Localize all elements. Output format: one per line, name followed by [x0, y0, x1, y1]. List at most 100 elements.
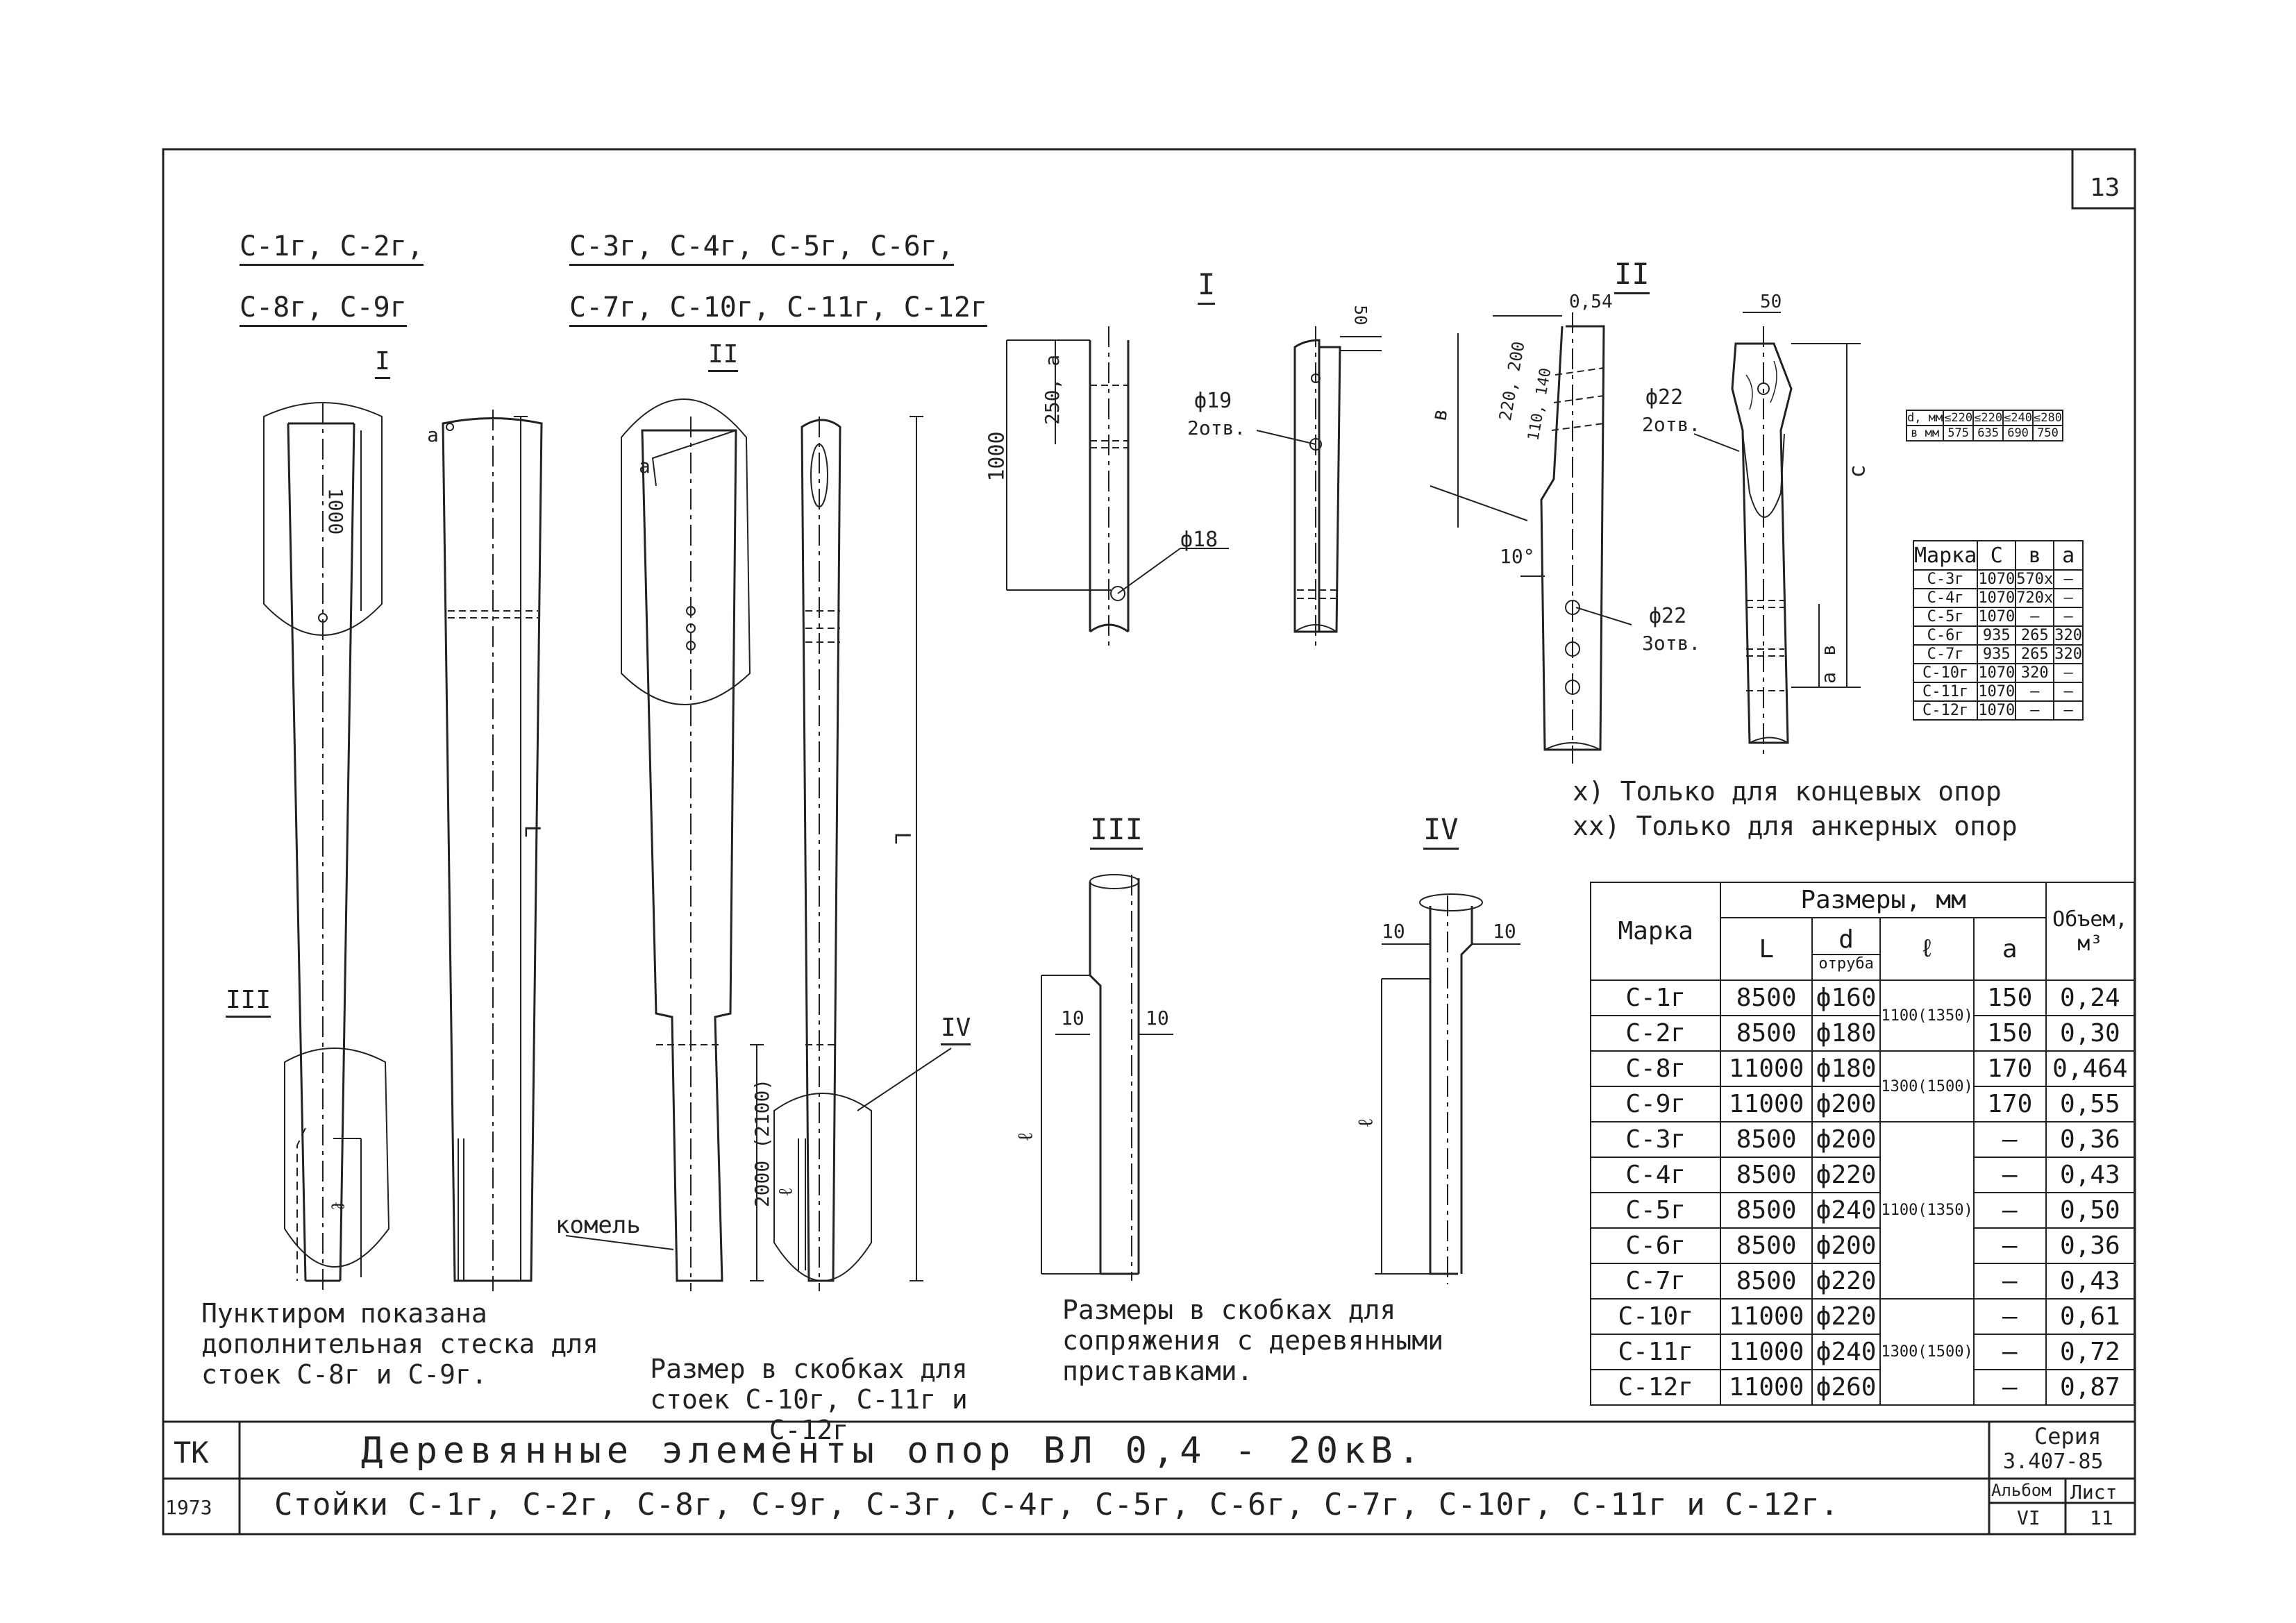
cell: С-12г — [1912, 700, 1979, 721]
header-mark: Марка — [1589, 882, 1722, 981]
cell: 750 — [2032, 425, 2063, 442]
cell: ≤220 — [1943, 410, 1975, 426]
dim-phi22-3: ф22 — [1649, 604, 1687, 628]
cell: С-4г — [1912, 588, 1979, 608]
dim-L-pole1: L — [519, 825, 544, 838]
cell: — — [2015, 682, 2055, 702]
cell-d: ф220 — [1811, 1157, 1882, 1193]
pole-c3-side — [773, 416, 952, 1291]
dim-phi18: ф18 — [1180, 528, 1218, 552]
cell: С-6г — [1912, 625, 1979, 646]
cell: 1070 — [1977, 607, 2017, 627]
cell-a: 170 — [1972, 1086, 2047, 1122]
cell: — — [2053, 588, 2084, 608]
group1-line2: С-8г, С-9г — [240, 292, 407, 327]
callout-II: II — [708, 340, 739, 372]
footnote-xx: хх) Только для анкерных опор — [1573, 811, 2018, 841]
dim-054: 0,54 — [1569, 292, 1613, 312]
header-sizes: Размеры, мм — [1720, 882, 2047, 918]
cell-volume: 0,24 — [2045, 979, 2136, 1016]
dim-holes2-detail-I: 2отв. — [1187, 417, 1246, 439]
dim-10-detail-III-right: 10 — [1146, 1007, 1169, 1029]
cell-volume: 0,464 — [2045, 1050, 2136, 1087]
group2-line1: С-3г, С-4г, С-5г, С-6г, — [569, 230, 954, 266]
cell-L: 8500 — [1720, 1227, 1813, 1264]
cell: 320 — [2015, 663, 2055, 683]
dim-a-pole1: а — [427, 423, 439, 446]
cell: ≤240 — [2002, 410, 2034, 426]
cell-mark: С-4г — [1589, 1157, 1722, 1193]
cell: 1070 — [1977, 682, 2017, 702]
cell-l: 1300(1500) — [1879, 1050, 1975, 1122]
cell-L: 11000 — [1720, 1086, 1813, 1122]
pole-c3-section — [565, 398, 764, 1291]
group2-line2: С-7г, С-10г, С-11г, С-12г — [569, 292, 988, 327]
cell-a: — — [1972, 1334, 2047, 1370]
cell-mark: С-9г — [1589, 1086, 1722, 1122]
cell: а — [2053, 540, 2084, 571]
cell-mark: С-8г — [1589, 1050, 1722, 1087]
cell: 935 — [1977, 644, 2017, 664]
dim-a-detail-II: а — [1816, 672, 1840, 684]
detail-III — [1041, 874, 1173, 1281]
titleblock-series: 3.407-85 — [2003, 1449, 2104, 1474]
titleblock-series-label: Серия — [2034, 1423, 2102, 1449]
cell-d: ф240 — [1811, 1192, 1882, 1229]
titleblock-tk: ТК — [174, 1436, 209, 1470]
cell-L: 8500 — [1720, 1121, 1813, 1158]
cell-volume: 0,72 — [2045, 1334, 2136, 1370]
dim-L-pole3: L — [889, 832, 914, 845]
cell-d: ф180 — [1811, 1015, 1882, 1052]
cell: — — [2053, 607, 2084, 627]
cell-d: ф260 — [1811, 1369, 1882, 1406]
cell: 265 — [2015, 644, 2055, 664]
dim-holes2-detail-II: 2отв. — [1642, 413, 1701, 436]
cell-L: 11000 — [1720, 1298, 1813, 1335]
note-dashed: Пунктиром показана дополнительная стеска… — [201, 1298, 598, 1390]
header-a: а — [1972, 917, 2047, 981]
cell-L: 11000 — [1720, 1334, 1813, 1370]
dim-50-detail-II: 50 — [1760, 292, 1782, 312]
cell: 1070 — [1977, 588, 2017, 608]
cell: 570х — [2015, 569, 2055, 589]
diameter-table: d, мм ≤220 ≤220 ≤240 ≤280 в мм 575 635 6… — [1905, 410, 2063, 442]
group1-line1: С-1г, С-2г, — [240, 230, 424, 266]
cell: — — [2015, 607, 2055, 627]
cell: — — [2015, 700, 2055, 721]
callout-I: I — [375, 347, 390, 379]
dim-angle: 10° — [1500, 545, 1535, 568]
cell-mark: С-2г — [1589, 1015, 1722, 1052]
detail-II — [1430, 312, 1861, 764]
dim-2000: 2000 (2100) — [751, 1078, 774, 1208]
dim-l-detail-IV: ℓ — [1353, 1118, 1378, 1128]
cell-a: — — [1972, 1298, 2047, 1335]
cell: 265 — [2015, 625, 2055, 646]
cell: 320 — [2053, 644, 2084, 664]
cell-volume: 0,36 — [2045, 1121, 2136, 1158]
cell-L: 8500 — [1720, 1015, 1813, 1052]
cell-volume: 0,36 — [2045, 1227, 2136, 1264]
cell: С-5г — [1912, 607, 1979, 627]
dim-50-detail-I: 50 — [1350, 305, 1371, 326]
cell-d: ф220 — [1811, 1298, 1882, 1335]
header-l: ℓ — [1879, 917, 1975, 981]
cell: ≤220 — [1972, 410, 2004, 426]
cell: 1070 — [1977, 700, 2017, 721]
dim-250-a: 250, а — [1041, 354, 1064, 426]
detail-II-title: II — [1614, 257, 1650, 294]
cell: — — [2053, 663, 2084, 683]
cell-d: ф200 — [1811, 1121, 1882, 1158]
cell-volume: 0,43 — [2045, 1263, 2136, 1300]
